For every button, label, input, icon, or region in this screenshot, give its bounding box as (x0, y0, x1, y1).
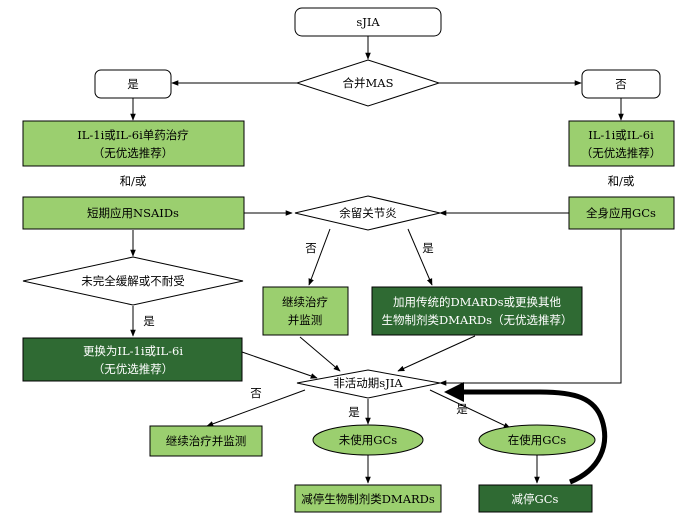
nsaids-box: 短期应用NSAIDs (22, 196, 245, 230)
and-or-left: 和/或 (120, 174, 147, 188)
add-dmards-line1: 加用传统的DMARDs或更换其他 (393, 295, 562, 309)
stop-gcs-box: 减停GCs (478, 484, 593, 513)
using-gcs-ellipse: 在使用GCs (478, 424, 596, 456)
stop-biologic-label: 减停生物制剂类DMARDs (301, 492, 435, 506)
systemic-gcs-label: 全身应用GCs (586, 206, 656, 220)
inactive-no-label: 否 (250, 386, 262, 400)
systemic-gcs-box: 全身应用GCs (568, 196, 675, 230)
no-right-node: 否 (581, 69, 661, 99)
nsaids-label: 短期应用NSAIDs (87, 206, 179, 220)
left-treatment-box: IL-1i或IL-6i单药治疗 （无优选推荐） (22, 120, 245, 167)
add-dmards-line2: 生物制剂类DMARDs（无优选推荐） (381, 313, 572, 327)
inactive-label: 非活动期sJIA (333, 376, 403, 390)
stop-gcs-label: 减停GCs (512, 492, 559, 506)
yes-left-node: 是 (94, 69, 172, 99)
mas-decision: 合并MAS (295, 59, 441, 107)
right-treatment-line1: IL-1i或IL-6i (588, 128, 654, 142)
continue-monitor-2-box: 继续治疗并监测 (149, 425, 263, 457)
feedback-arrow (444, 382, 608, 485)
switch-il-line1: 更换为IL-1i或IL-6i (83, 344, 183, 358)
incomplete-yes-label: 是 (143, 314, 155, 328)
continue-monitor-line2: 并监测 (288, 313, 323, 327)
residual-yes-label: 是 (422, 241, 434, 255)
incomplete-label: 未完全缓解或不耐受 (81, 274, 185, 288)
edges (130, 36, 624, 485)
stop-biologic-box: 减停生物制剂类DMARDs (294, 484, 442, 513)
continue-monitor-2-label: 继续治疗并监测 (166, 434, 247, 448)
inactive-yes1-label: 是 (348, 405, 360, 419)
inactive-decision: 非活动期sJIA (296, 369, 441, 399)
inactive-yes2-label: 是 (456, 402, 468, 416)
residual-decision: 余留关节炎 (294, 195, 441, 231)
left-treatment-line2: （无优选推荐） (93, 146, 174, 160)
residual-label: 余留关节炎 (339, 206, 397, 220)
residual-no-label: 否 (305, 241, 317, 255)
sjia-label: sJIA (356, 15, 380, 29)
add-dmards-box: 加用传统的DMARDs或更换其他 生物制剂类DMARDs（无优选推荐） (371, 286, 583, 336)
no-right-label: 否 (615, 77, 627, 91)
continue-monitor-line1: 继续治疗 (282, 295, 328, 309)
mas-label: 合并MAS (343, 76, 394, 90)
right-treatment-box: IL-1i或IL-6i （无优选推荐） (568, 120, 675, 167)
right-treatment-line2: （无优选推荐） (581, 146, 662, 160)
switch-il-box: 更换为IL-1i或IL-6i （无优选推荐） (22, 337, 243, 382)
incomplete-decision: 未完全缓解或不耐受 (22, 256, 244, 306)
yes-left-label: 是 (127, 77, 139, 91)
and-or-right: 和/或 (608, 174, 635, 188)
left-treatment-line1: IL-1i或IL-6i单药治疗 (77, 128, 189, 142)
continue-monitor-box: 继续治疗 并监测 (262, 286, 349, 336)
not-using-gcs-ellipse: 未使用GCs (312, 424, 424, 456)
sjia-node: sJIA (294, 7, 442, 37)
switch-il-line2: （无优选推荐） (93, 362, 174, 376)
using-gcs-label: 在使用GCs (508, 433, 566, 447)
not-using-gcs-label: 未使用GCs (339, 433, 397, 447)
